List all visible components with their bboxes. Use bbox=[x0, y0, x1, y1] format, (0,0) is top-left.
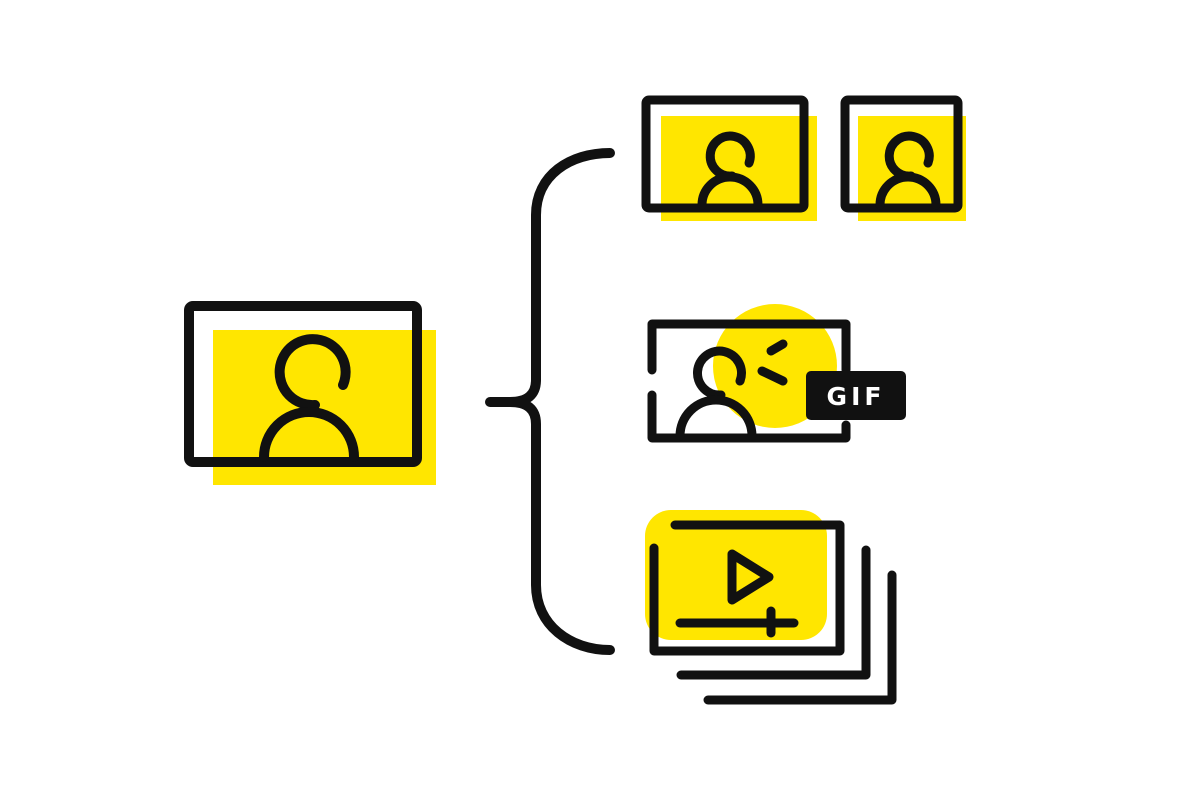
animated-gif-icon: GIF bbox=[647, 304, 906, 443]
gif-badge-label: GIF bbox=[827, 382, 886, 411]
branch-bracket bbox=[485, 148, 615, 655]
gif-badge bbox=[806, 371, 906, 420]
video-stack-icon bbox=[645, 510, 897, 705]
person-photo-icon bbox=[184, 301, 436, 485]
two-person-photos-icon bbox=[641, 95, 966, 221]
